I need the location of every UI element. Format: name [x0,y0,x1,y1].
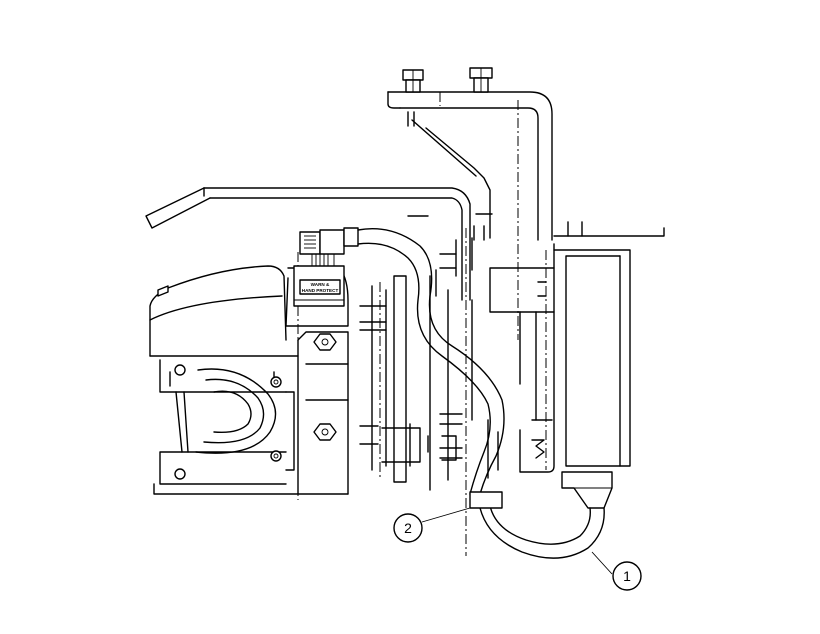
plate-text-line2: HAND PROTECT [302,288,339,293]
callout-2-label: 2 [404,520,412,536]
wiring-harness-hose [357,228,605,559]
engine-block-left [149,265,349,495]
top-mounting-bracket [387,91,553,241]
mounting-stud-right [469,67,493,93]
hose-clamp [469,491,503,509]
center-lines [297,92,547,556]
outlet-funnel [561,471,613,509]
right-housing [471,221,665,473]
engine-upper-outline [145,187,493,301]
callout-1: 1 [612,561,642,591]
mounting-stud-left [402,69,424,93]
electrical-connector [299,227,359,267]
callout-1-label: 1 [623,568,631,584]
callout-leaders [421,507,613,575]
warning-plate: WARN & HAND PROTECT [293,265,345,307]
callout-2: 2 [393,513,423,543]
pulley-stack [359,239,499,491]
plate-text-line1: WARN & [311,282,330,287]
